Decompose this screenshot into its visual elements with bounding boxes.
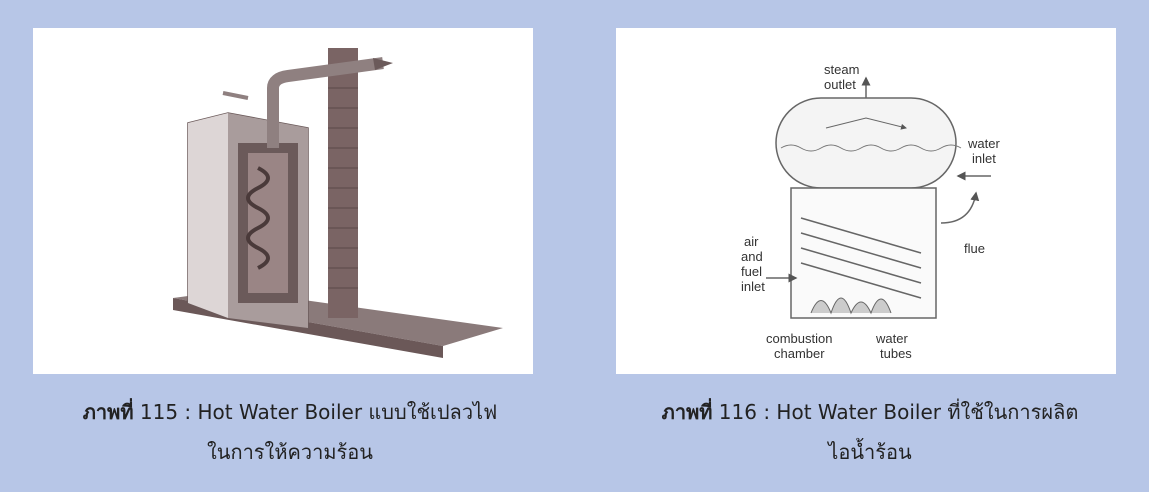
label-flue: flue (964, 241, 985, 256)
label-water-inlet-1: water (967, 136, 1000, 151)
figure-right-caption: ภาพที่ 116 : Hot Water Boiler ที่ใช้ในกา… (590, 392, 1149, 472)
figure-left-panel (33, 28, 533, 374)
caption-line2: ในการให้ความร้อน (207, 440, 373, 464)
label-steam: steam (824, 62, 859, 77)
caption-line2: ไอน้ำร้อน (828, 440, 912, 464)
label-air: air (744, 234, 759, 249)
label-water-tubes-1: water (875, 331, 908, 346)
figure-right-panel: steam outlet water inlet air and fuel in… (616, 28, 1116, 374)
figure-left-caption: ภาพที่ 115 : Hot Water Boiler แบบใช้เปลว… (10, 392, 570, 472)
caption-text: 115 : Hot Water Boiler แบบใช้เปลวไฟ (133, 400, 498, 424)
caption-text: 116 : Hot Water Boiler ที่ใช้ในการผลิต (712, 400, 1079, 424)
caption-label: ภาพที่ (661, 400, 713, 424)
label-inlet: inlet (741, 279, 765, 294)
caption-label: ภาพที่ (82, 400, 134, 424)
label-water-tubes-2: tubes (880, 346, 912, 361)
label-chamber: chamber (774, 346, 825, 361)
steam-boiler-diagram: steam outlet water inlet air and fuel in… (741, 62, 1000, 361)
label-combustion: combustion (766, 331, 832, 346)
label-outlet: outlet (824, 77, 856, 92)
label-and: and (741, 249, 763, 264)
water-heater-illustration (173, 48, 503, 358)
label-fuel: fuel (741, 264, 762, 279)
label-water-inlet-2: inlet (972, 151, 996, 166)
